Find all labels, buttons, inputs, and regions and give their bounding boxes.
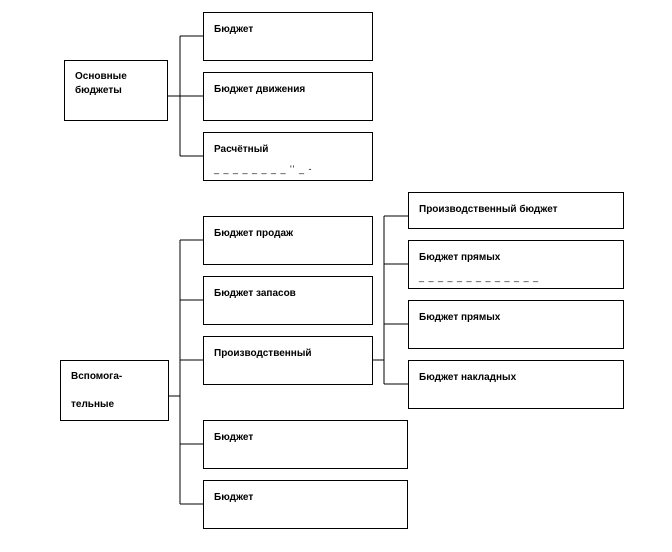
node-label: Производственный bbox=[214, 348, 312, 359]
node-label: Бюджет прямых bbox=[419, 312, 501, 323]
node-label-line2: бюджеты bbox=[75, 85, 122, 96]
cut-off-text: _ _ _ _ _ _ _ _ '' _ - bbox=[214, 164, 313, 174]
production-budget-node: Производственный бюджет bbox=[408, 192, 624, 229]
budget-node: Бюджет bbox=[203, 480, 408, 529]
settlement-node: Расчётный _ _ _ _ _ _ _ _ '' _ - bbox=[203, 132, 373, 181]
inventory-budget-node: Бюджет запасов bbox=[203, 276, 373, 325]
cash-flow-budget-node: Бюджет движения bbox=[203, 72, 373, 121]
node-label: Бюджет движения bbox=[214, 84, 306, 95]
cut-off-text: _ _ _ _ _ _ _ _ _ _ _ _ _ bbox=[419, 272, 540, 282]
node-label: Бюджет прямых bbox=[419, 252, 501, 263]
budget-node: Бюджет bbox=[203, 420, 408, 469]
budget-node: Бюджет bbox=[203, 12, 373, 61]
main-budgets-root-node: Основные бюджеты bbox=[64, 60, 168, 121]
node-label: Бюджет продаж bbox=[214, 228, 294, 239]
node-label: Бюджет bbox=[214, 432, 254, 443]
node-label: Расчётный bbox=[214, 144, 269, 155]
node-label: Бюджет bbox=[214, 492, 254, 503]
aux-budgets-root-node: Вспомога- тельные bbox=[60, 360, 169, 421]
production-node: Производственный bbox=[203, 336, 373, 385]
node-label: Производственный бюджет bbox=[419, 204, 558, 215]
node-label: Бюджет накладных bbox=[419, 372, 517, 383]
node-label: Бюджет запасов bbox=[214, 288, 296, 299]
node-label-line1: Вспомога- bbox=[71, 371, 123, 382]
node-label-line2: тельные bbox=[71, 399, 115, 410]
overhead-budget-node: Бюджет накладных bbox=[408, 360, 624, 409]
direct-budget-node: Бюджет прямых _ _ _ _ _ _ _ _ _ _ _ _ _ bbox=[408, 240, 624, 289]
node-label-line1: Основные bbox=[75, 71, 127, 82]
direct-budget-node: Бюджет прямых bbox=[408, 300, 624, 349]
sales-budget-node: Бюджет продаж bbox=[203, 216, 373, 265]
node-label: Бюджет bbox=[214, 24, 254, 35]
